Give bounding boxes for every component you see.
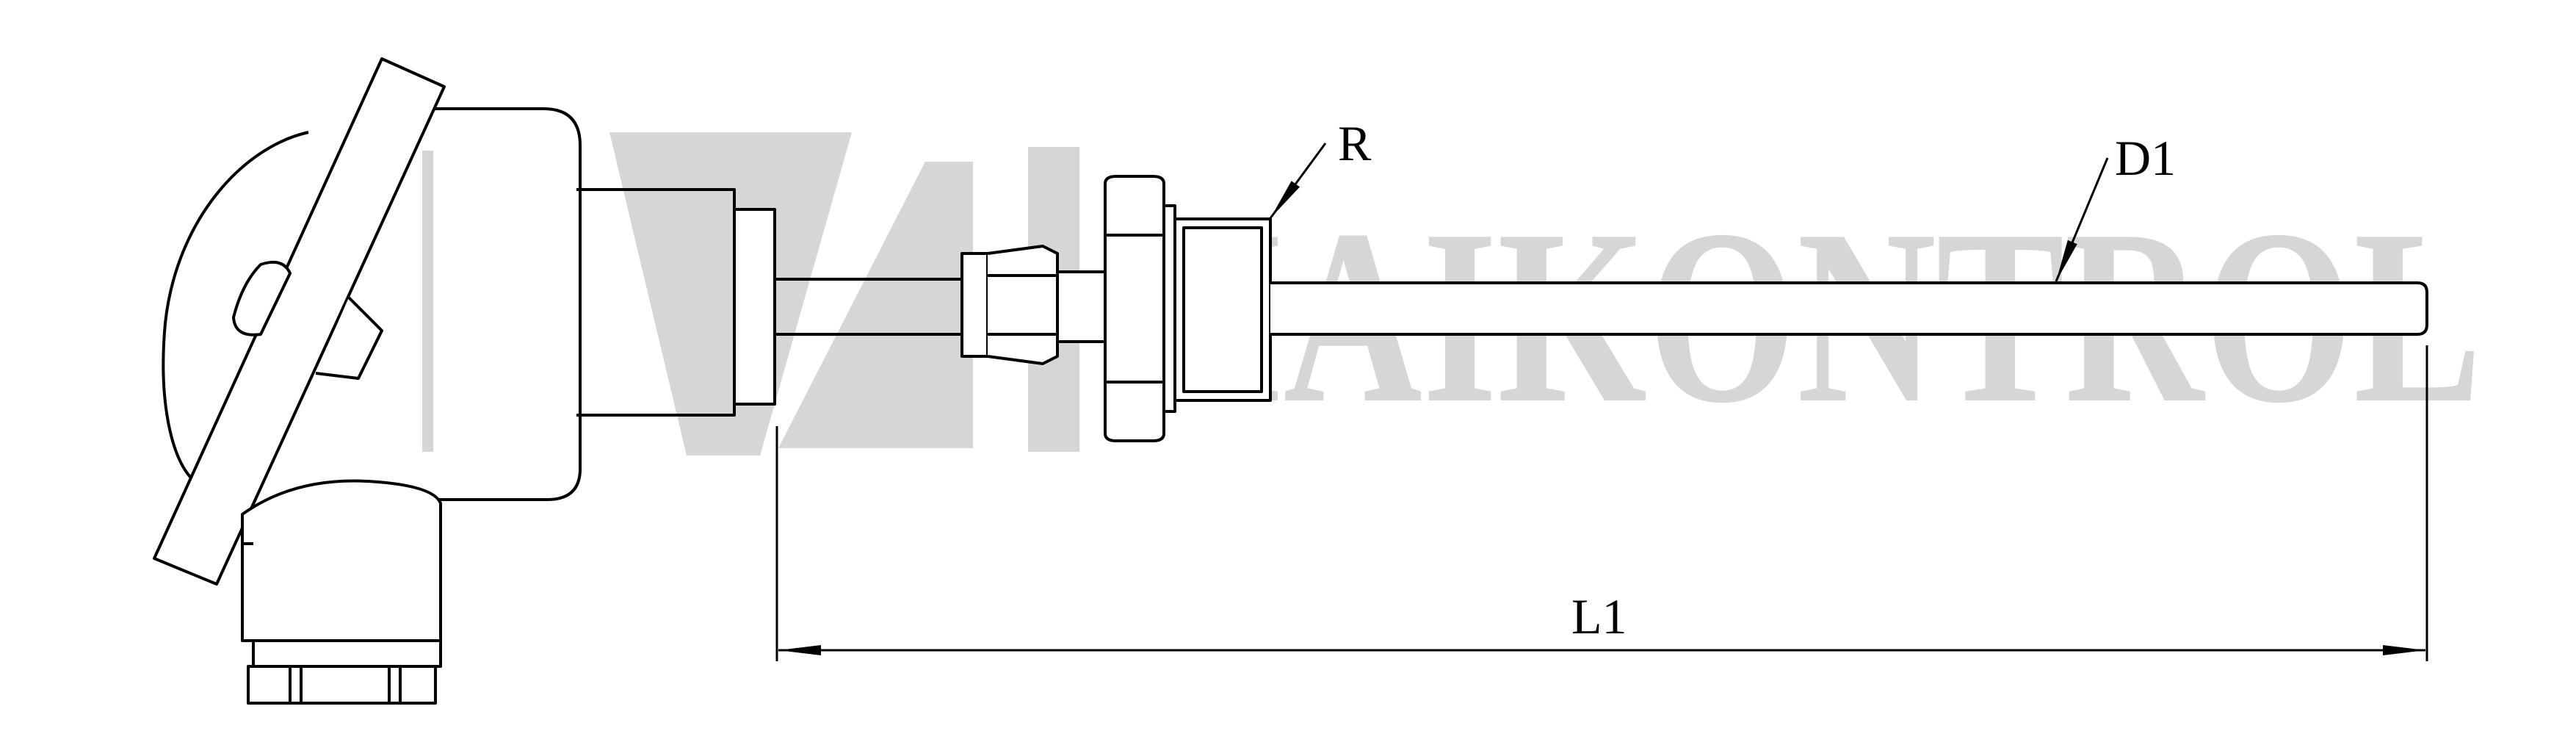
leader-r	[1269, 143, 1327, 219]
drawing-lines	[153, 57, 2428, 705]
label-r: R	[1338, 115, 1372, 171]
extension-tube	[775, 278, 962, 336]
large-hex-nut	[1104, 175, 1176, 442]
dimension-l1	[775, 345, 2428, 661]
head-hinge	[232, 261, 292, 336]
cable-gland-nut	[247, 665, 437, 705]
head-latch	[315, 296, 383, 380]
cable-gland	[252, 639, 442, 668]
leader-d1	[2055, 157, 2109, 282]
sheath-probe	[1270, 281, 2428, 336]
head-socket	[241, 479, 442, 642]
head-cover-plate	[153, 57, 446, 586]
small-hex-nut	[960, 245, 1107, 365]
connection-head	[153, 57, 776, 705]
head-neck	[733, 208, 776, 406]
label-l1: L1	[1571, 589, 1627, 644]
head-body	[433, 107, 582, 501]
threaded-fitting	[1173, 217, 1272, 402]
label-d1: D1	[2115, 130, 2176, 186]
